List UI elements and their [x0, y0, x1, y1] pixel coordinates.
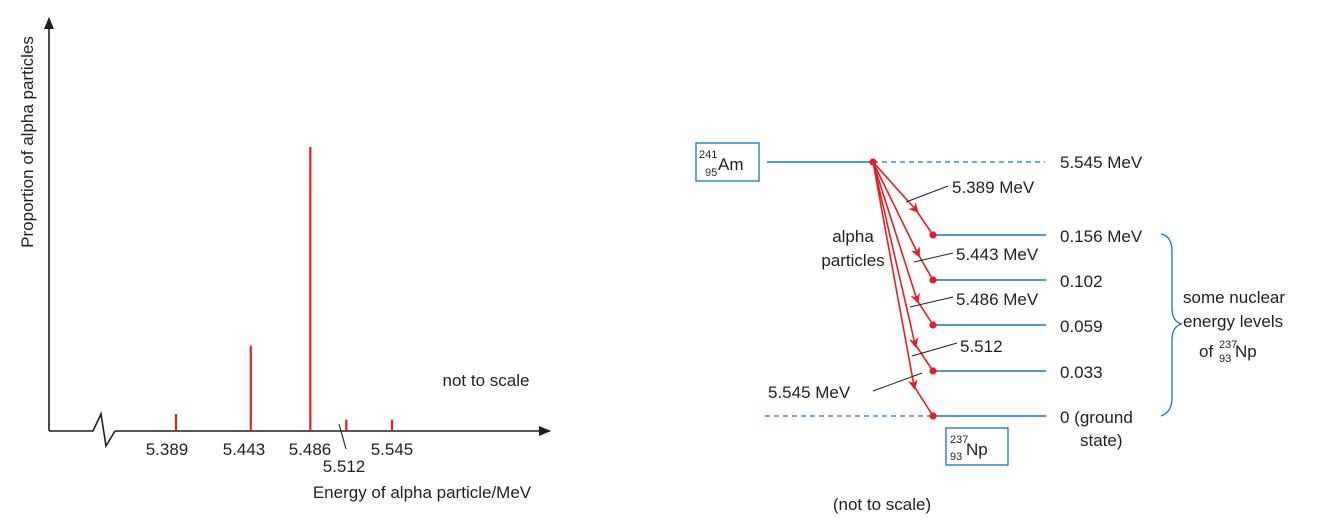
ground-level-label-2: state) — [1080, 431, 1123, 450]
alpha-label-1: alpha — [832, 227, 874, 246]
level-0-059-label: 0.059 — [1060, 317, 1103, 336]
parent-nucleus-label: 241 95 Am — [699, 145, 744, 180]
footnote: (not to scale) — [833, 495, 931, 514]
node-0-156 — [929, 231, 937, 239]
parent-node — [869, 158, 877, 166]
brace-of: of — [1199, 342, 1213, 361]
leader-5-545 — [872, 372, 923, 392]
node-0-033 — [929, 367, 937, 375]
node-0-102 — [929, 276, 937, 284]
energy-level-diagram: 241 95 Am 5.545 MeV 0.156 MeV 0.102 0.05… — [695, 142, 1285, 514]
brace-label-1: some nuclear — [1183, 288, 1285, 307]
level-0-102-label: 0.102 — [1060, 272, 1103, 291]
transition-label-5-545: 5.545 MeV — [768, 383, 851, 402]
daughter-mass-number: 237 — [950, 434, 968, 446]
tick-label-5-443: 5.443 — [223, 440, 266, 459]
leader-5-443 — [913, 252, 954, 263]
leader-5-486 — [909, 296, 954, 308]
daughter-symbol: Np — [966, 440, 988, 459]
transition-5-545-tail — [913, 385, 934, 417]
brace-label-3: of 237 93 Np — [1199, 333, 1257, 366]
parent-atomic-number: 95 — [705, 167, 717, 179]
parent-mass-number: 241 — [699, 149, 717, 161]
tick-label-5-389: 5.389 — [146, 440, 189, 459]
leader-5-389 — [905, 185, 949, 203]
level-5-545-label: 5.545 MeV — [1060, 153, 1143, 172]
alpha-transitions — [869, 158, 937, 420]
daughter-nucleus-label: 237 93 Np — [950, 430, 988, 464]
brace-symbol: Np — [1235, 342, 1257, 361]
transition-5-512-tail — [914, 343, 934, 372]
daughter-nucleus-box — [945, 427, 1009, 466]
ground-level-label-1: 0 (ground — [1060, 408, 1133, 427]
level-0-156-label: 0.156 MeV — [1060, 227, 1143, 246]
x-axis-start — [49, 411, 116, 449]
node-0-059 — [929, 321, 937, 329]
brace-label-2: energy levels — [1183, 312, 1283, 331]
parent-symbol: Am — [718, 155, 744, 174]
brace-atomic-number: 93 — [1219, 353, 1231, 365]
x-axis-label: Energy of alpha particle/MeV — [313, 483, 532, 502]
node-ground — [929, 412, 937, 420]
transition-label-5-486: 5.486 MeV — [956, 290, 1039, 309]
transition-5-389 — [872, 161, 919, 213]
transition-5-443-tail — [917, 253, 934, 281]
transition-5-545 — [872, 161, 918, 390]
transition-5-443 — [872, 161, 920, 258]
not-to-scale-label: not to scale — [443, 371, 530, 390]
leader-5-512 — [911, 342, 958, 357]
daughter-atomic-number: 93 — [950, 451, 962, 463]
tick-label-5-486: 5.486 — [289, 440, 332, 459]
transition-5-486 — [872, 161, 920, 304]
transition-5-389-tail — [915, 209, 934, 236]
parent-nucleus-box — [695, 142, 760, 182]
alpha-label-2: particles — [821, 251, 884, 270]
level-0-033-label: 0.033 — [1060, 363, 1103, 382]
levels-brace — [1160, 233, 1183, 417]
transition-label-5-443: 5.443 MeV — [956, 245, 1039, 264]
y-axis-label: Proportion of alpha particles — [18, 36, 37, 248]
tick-label-5-512: 5.512 — [323, 457, 366, 476]
transition-label-5-512: 5.512 — [960, 337, 1003, 356]
spectrum-chart: Proportion of alpha particles 5.389 5.44… — [18, 17, 551, 502]
transition-5-486-tail — [916, 299, 934, 326]
tick-pointer-5-512 — [338, 423, 347, 450]
transition-5-512 — [872, 161, 919, 348]
transition-label-5-389: 5.389 MeV — [952, 178, 1035, 197]
tick-label-5-545: 5.545 — [371, 440, 414, 459]
